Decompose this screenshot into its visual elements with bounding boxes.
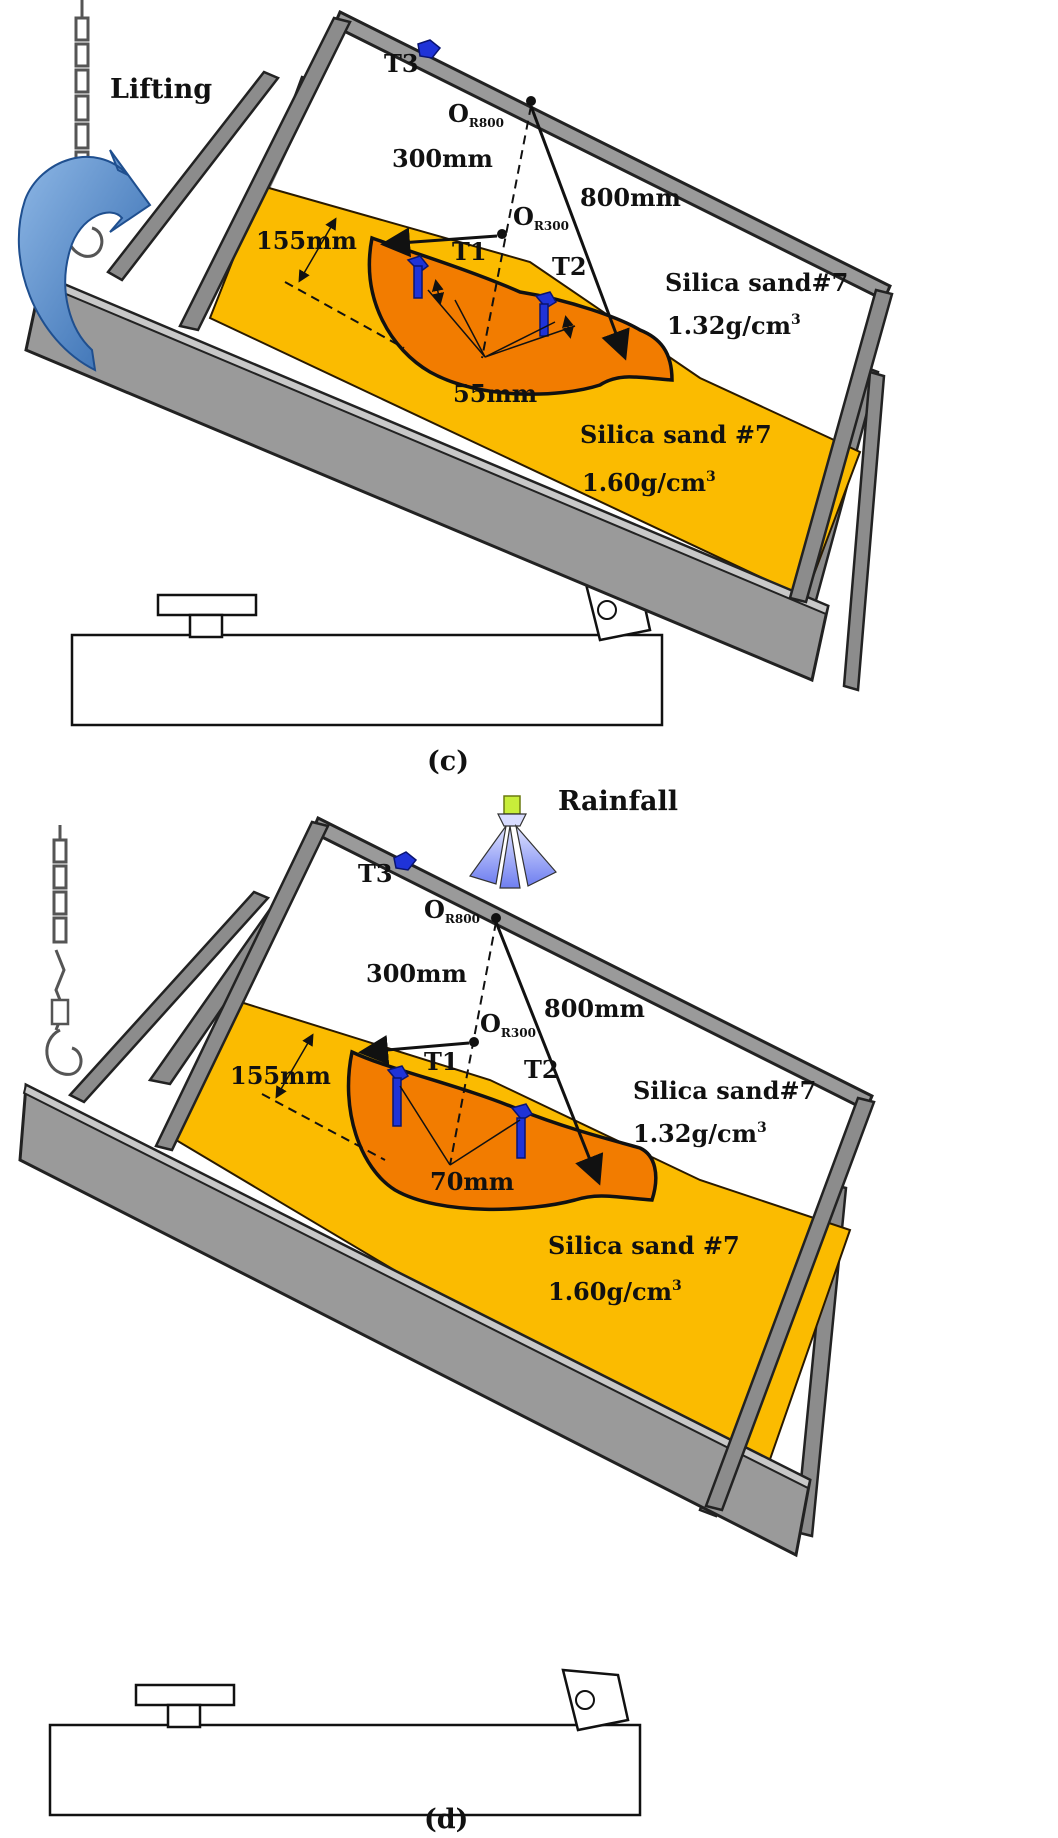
radius-800-arrow-d — [494, 921, 604, 1186]
upper-layer-density-d: 1.32g/cm3 — [633, 1119, 767, 1148]
tensiometer-icon — [516, 1117, 526, 1159]
radius-300-dashline-c — [481, 105, 532, 359]
dim-155-arrow-d — [275, 1033, 314, 1099]
dim-depth-label-d: 70mm — [430, 1167, 514, 1196]
dim-depth-label-c: 55mm — [453, 379, 537, 408]
tensiometer-icon — [539, 303, 549, 337]
sensor-t1-label-c: T1 — [452, 237, 487, 266]
dim-155-arrow-c — [298, 217, 337, 283]
spray-nozzle-icon — [469, 795, 557, 889]
center-r800-point-c — [526, 96, 536, 106]
right-diagonal-strut-c — [842, 370, 886, 692]
caption-d: (d) — [424, 1804, 468, 1835]
slide-mass-c — [367, 235, 674, 396]
left-diagonal-strut-c — [106, 70, 280, 282]
sensor-t1-label-d: T1 — [424, 1047, 459, 1076]
tensiometer-icon — [392, 1077, 402, 1127]
lower-layer-density-c: 1.60g/cm3 — [582, 468, 716, 497]
left-post-d — [154, 820, 330, 1152]
panel-c: Lifting T3 OR800 — [17, 0, 894, 777]
sensor-t2-label-c: T2 — [552, 252, 587, 281]
right-post-d — [704, 1096, 876, 1512]
sensor-t3-label-c: T3 — [384, 49, 419, 78]
sensor-t1-c — [406, 255, 430, 299]
center-r800-label-c: OR800 — [448, 99, 504, 130]
tensiometer-icon — [393, 851, 418, 871]
sensor-t3-c — [417, 39, 442, 59]
center-r300-label-d: OR300 — [480, 1009, 536, 1040]
dim-155-label-c: 155mm — [256, 226, 357, 255]
radius-300-arrow-c — [380, 227, 498, 258]
radius-800-arrow-c — [529, 105, 630, 361]
center-r300-label-c: OR300 — [513, 202, 569, 233]
tensiometer-icon — [417, 39, 442, 59]
depth-leader-lines-c — [427, 279, 576, 358]
panel-d: Rainfall T3 OR800 OR300 300mm 800mm — [18, 786, 876, 1835]
radius-300-arrow-d — [358, 1035, 470, 1065]
action-label-d: Rainfall — [558, 786, 678, 817]
dim-155-label-d: 155mm — [230, 1061, 331, 1090]
center-r800-point-d — [491, 913, 501, 923]
sensor-t3-label-d: T3 — [358, 859, 393, 888]
dim-300-label-c: 300mm — [392, 144, 493, 173]
slip-depth-baseline-d — [261, 1093, 386, 1161]
depth-leader-lines-d — [399, 1085, 521, 1166]
sensor-t3-d — [393, 851, 418, 871]
dim-300-label-d: 300mm — [366, 959, 467, 988]
radius-300-dashline-d — [449, 921, 497, 1166]
dim-800-label-c: 800mm — [580, 183, 681, 212]
sensor-t2-label-d: T2 — [524, 1055, 559, 1084]
chain-hook-icon — [45, 825, 83, 1076]
base-platform-d — [48, 1668, 642, 1817]
left-diagonal-strut-d — [67, 890, 271, 1104]
upper-layer-name-c: Silica sand#7 — [665, 268, 848, 297]
upper-layer-density-c: 1.32g/cm3 — [667, 311, 801, 340]
caption-c: (c) — [427, 746, 469, 777]
lower-layer-density-d: 1.60g/cm3 — [548, 1277, 682, 1306]
sensor-t1-d — [386, 1065, 410, 1127]
dim-800-label-d: 800mm — [544, 994, 645, 1023]
slip-depth-baseline-c — [284, 281, 405, 349]
lower-layer-name-c: Silica sand #7 — [580, 420, 772, 449]
right-post-c — [788, 288, 894, 604]
tensiometer-icon — [413, 265, 423, 299]
action-label-c: Lifting — [110, 74, 212, 105]
base-platform-c — [70, 578, 664, 727]
center-r800-label-d: OR800 — [424, 895, 480, 926]
left-post-c — [178, 16, 352, 332]
center-r300-point-c — [497, 229, 507, 239]
lower-layer-name-d: Silica sand #7 — [548, 1231, 740, 1260]
upper-layer-name-d: Silica sand#7 — [633, 1076, 816, 1105]
sensor-t2-d — [510, 1103, 534, 1159]
curved-arrow-icon — [17, 149, 152, 372]
